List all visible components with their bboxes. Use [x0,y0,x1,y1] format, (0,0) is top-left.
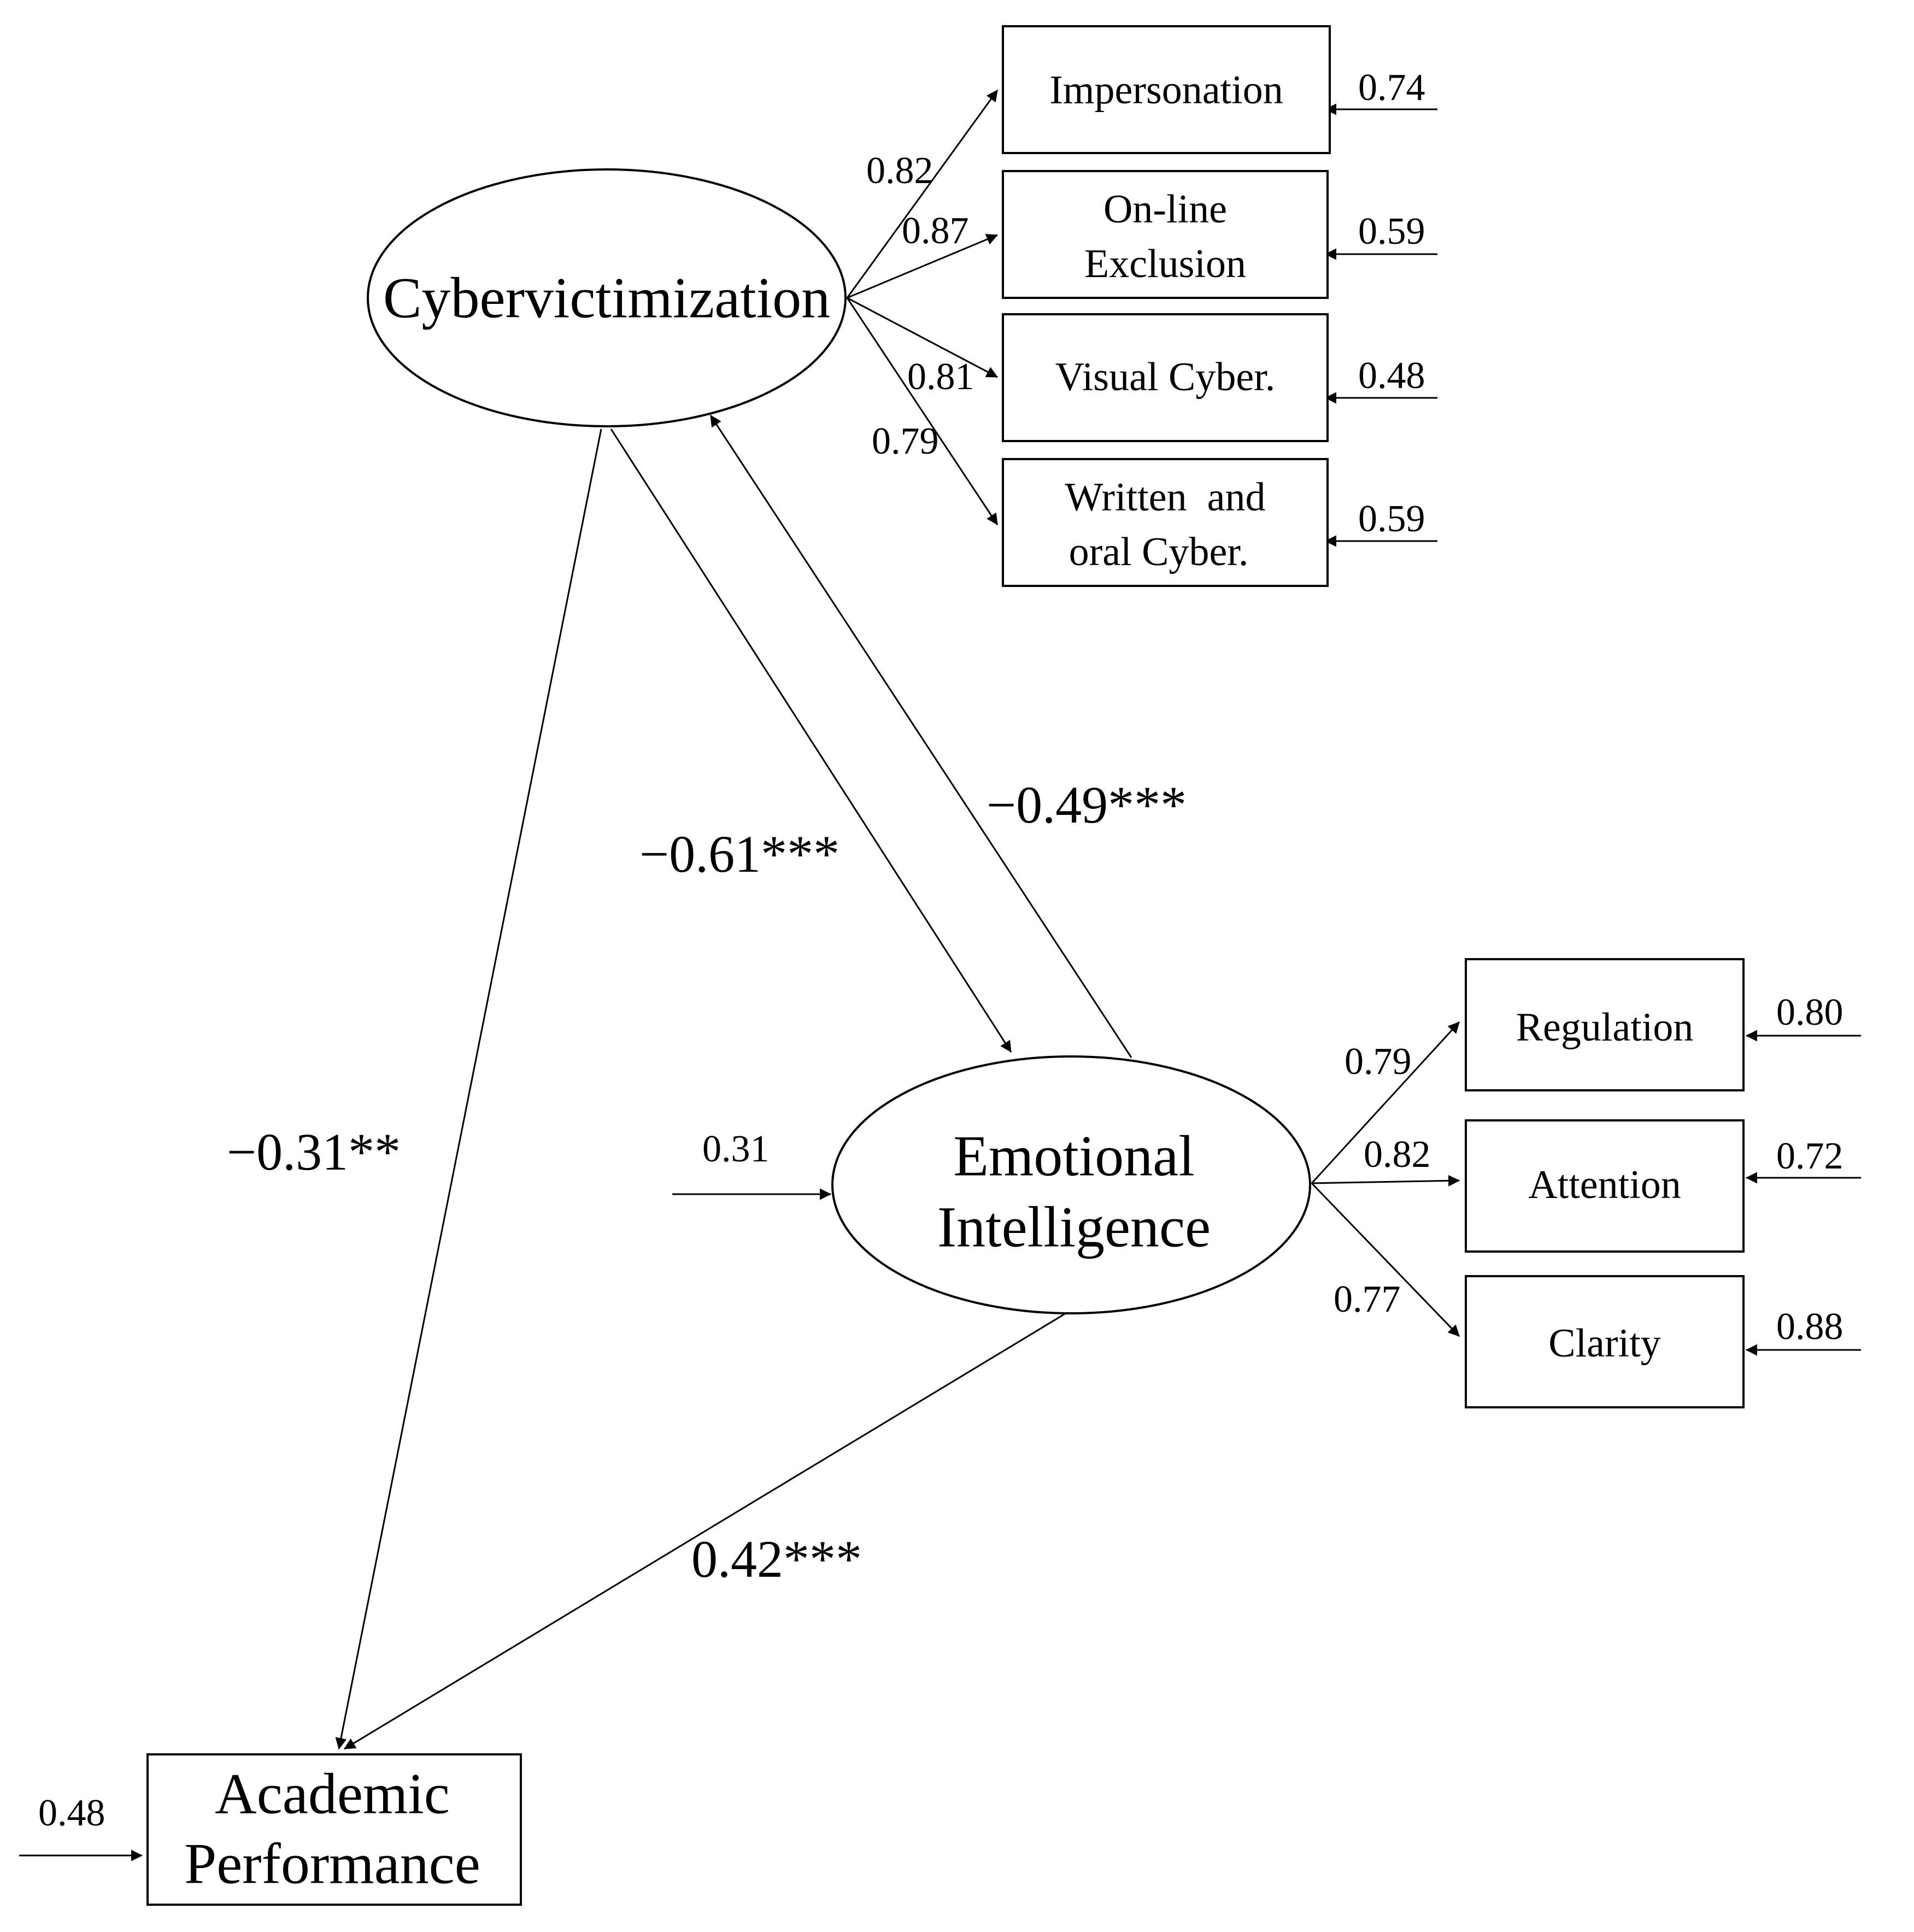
loading-arrow-online-exclusion [847,234,998,299]
loading-arrow-written-oral [846,297,999,525]
error-regulation: 0.80 [1776,991,1843,1033]
cybervictimization-ellipse [367,168,847,427]
error-clarity: 0.88 [1776,1306,1843,1348]
path-ei-to-cyber [709,415,1132,1058]
error-impersonation: 0.74 [1358,67,1425,109]
emotional-intelligence-label-line1: Emotional [953,1124,1195,1188]
academic-performance-box [146,1753,522,1906]
regulation-box [1465,958,1745,1091]
loading-arrow-clarity [1311,1182,1460,1337]
loading-impersonation: 0.82 [866,150,933,192]
error-visual-cyber: 0.48 [1358,355,1425,397]
impersonation-label: Impersonation [1049,68,1283,113]
academic-performance-label-line1: Academic [215,1762,450,1826]
loading-regulation: 0.79 [1345,1041,1412,1083]
disturbance-ap: 0.48 [38,1792,105,1834]
error-online-exclusion: 0.59 [1358,210,1425,252]
clarity-box [1465,1275,1745,1408]
loading-arrow-regulation [1311,1021,1460,1184]
academic-performance-label-line2: Performance [184,1832,480,1896]
path-cyber-to-ap [335,428,602,1750]
online-exclusion-label-line2: Exclusion [1084,242,1246,286]
online-exclusion-box [1002,170,1329,299]
loading-arrow-visual-cyber [847,297,998,378]
emotional-intelligence-label-line2: Intelligence [937,1195,1211,1259]
regulation-label: Regulation [1516,1005,1694,1050]
path-ei-to-ap [344,1311,1069,1750]
coef-ei-to-cyber: −0.49*** [987,776,1187,834]
disturbance-ei: 0.31 [702,1128,770,1170]
path-cyber-to-ei [610,428,1012,1053]
coef-ei-to-ap: 0.42*** [691,1530,862,1588]
coef-cyber-to-ei: −0.61*** [639,825,839,883]
loading-written-oral: 0.79 [872,420,939,462]
visual-cyber-box [1002,313,1329,442]
loading-clarity: 0.77 [1334,1278,1401,1320]
visual-cyber-label: Visual Cyber. [1055,355,1276,400]
loading-visual-cyber: 0.81 [907,356,974,398]
clarity-label: Clarity [1548,1321,1661,1366]
attention-box [1465,1119,1745,1253]
impersonation-box [1002,25,1331,154]
online-exclusion-label-line1: On-line [1103,187,1227,232]
error-attention: 0.72 [1776,1135,1843,1177]
written-oral-cyber-box [1002,458,1329,587]
cybervictimization-label: Cybervictimization [383,266,830,330]
loading-attention: 0.82 [1364,1134,1431,1176]
loading-arrow-impersonation [846,90,999,298]
loading-online-exclusion: 0.87 [902,210,969,252]
emotional-intelligence-ellipse [831,1055,1311,1314]
loading-arrow-attention [1311,1175,1460,1187]
error-written-oral: 0.59 [1358,498,1425,540]
coef-cyber-to-ap: −0.31** [227,1123,401,1181]
written-oral-cyber-label-line1: Written and [1065,475,1266,520]
written-oral-cyber-label-line2: oral Cyber. [1069,530,1249,574]
attention-label: Attention [1528,1162,1681,1207]
